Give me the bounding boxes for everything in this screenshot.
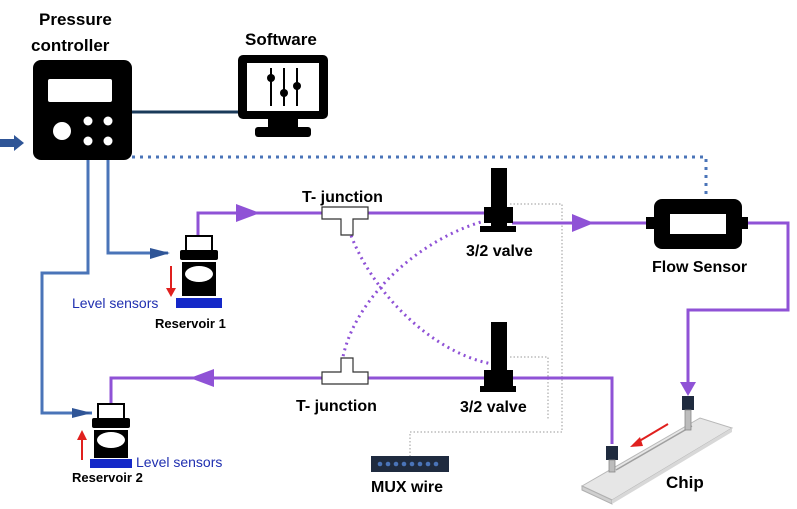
- fluid-crossover-lines: [340, 217, 493, 366]
- fluid-lines: [109, 211, 790, 444]
- flow-sensor-label: Flow Sensor: [652, 259, 747, 276]
- pressure-line-reservoir-2: [40, 148, 92, 415]
- pressure-controller: [33, 60, 132, 160]
- controller-knob: [53, 122, 71, 140]
- chip-label: Chip: [666, 473, 704, 492]
- mux-wires: [409, 203, 563, 458]
- t-junction-bottom: [321, 357, 369, 385]
- flow-sensor: [646, 199, 748, 249]
- valve-bottom-label: 3/2 valve: [460, 399, 527, 416]
- fluid-line-reservoir-1-tjunction: [196, 211, 330, 238]
- t-junction-top: [321, 206, 369, 236]
- mux-wire-connector: [371, 456, 449, 472]
- software-monitor: [238, 55, 328, 137]
- pressure-arrow-reservoir-2: [72, 408, 92, 418]
- fluid-flow-arrows: [190, 204, 696, 396]
- fluid-line-valve-chip: [512, 376, 614, 444]
- red-arrow-chip-flow: [630, 423, 669, 447]
- pressure-controller-label-line1: Pressure: [39, 10, 112, 29]
- valve-bottom: [480, 322, 516, 392]
- level-sensor-1: [176, 298, 222, 308]
- t-junction-top-label: T- junction: [302, 189, 383, 206]
- level-sensors-label-1: Level sensors: [72, 295, 158, 311]
- valve-top: [480, 168, 516, 232]
- microfluidic-chip: [580, 396, 734, 505]
- pressure-lines: [0, 110, 240, 415]
- red-arrow-level-1: [166, 266, 176, 297]
- pressure-line-reservoir-1: [106, 148, 168, 255]
- red-arrow-level-2: [77, 430, 87, 460]
- reservoir-1: [176, 235, 222, 308]
- reservoir-2: [90, 403, 132, 468]
- mux-wire-label: MUX wire: [371, 479, 443, 496]
- fluid-line-reservoir-2-tjunction: [109, 376, 322, 405]
- air-inlet-arrow: [0, 135, 24, 151]
- reservoir-2-label: Reservoir 2: [72, 470, 143, 485]
- pressure-arrow-reservoir-1: [150, 248, 170, 259]
- level-sensors-label-2: Level sensors: [136, 454, 222, 470]
- pressure-controller-label-line2: controller: [31, 36, 110, 55]
- level-sensor-2: [90, 459, 132, 468]
- t-junction-bottom-label: T- junction: [296, 398, 377, 415]
- controller-display: [48, 79, 112, 102]
- reservoir-1-label: Reservoir 1: [155, 316, 226, 331]
- valve-top-label: 3/2 valve: [466, 243, 533, 260]
- software-label: Software: [245, 30, 317, 49]
- fluid-line-flowsensor-chip: [686, 221, 790, 392]
- signal-line-flow-sensor: [132, 155, 708, 196]
